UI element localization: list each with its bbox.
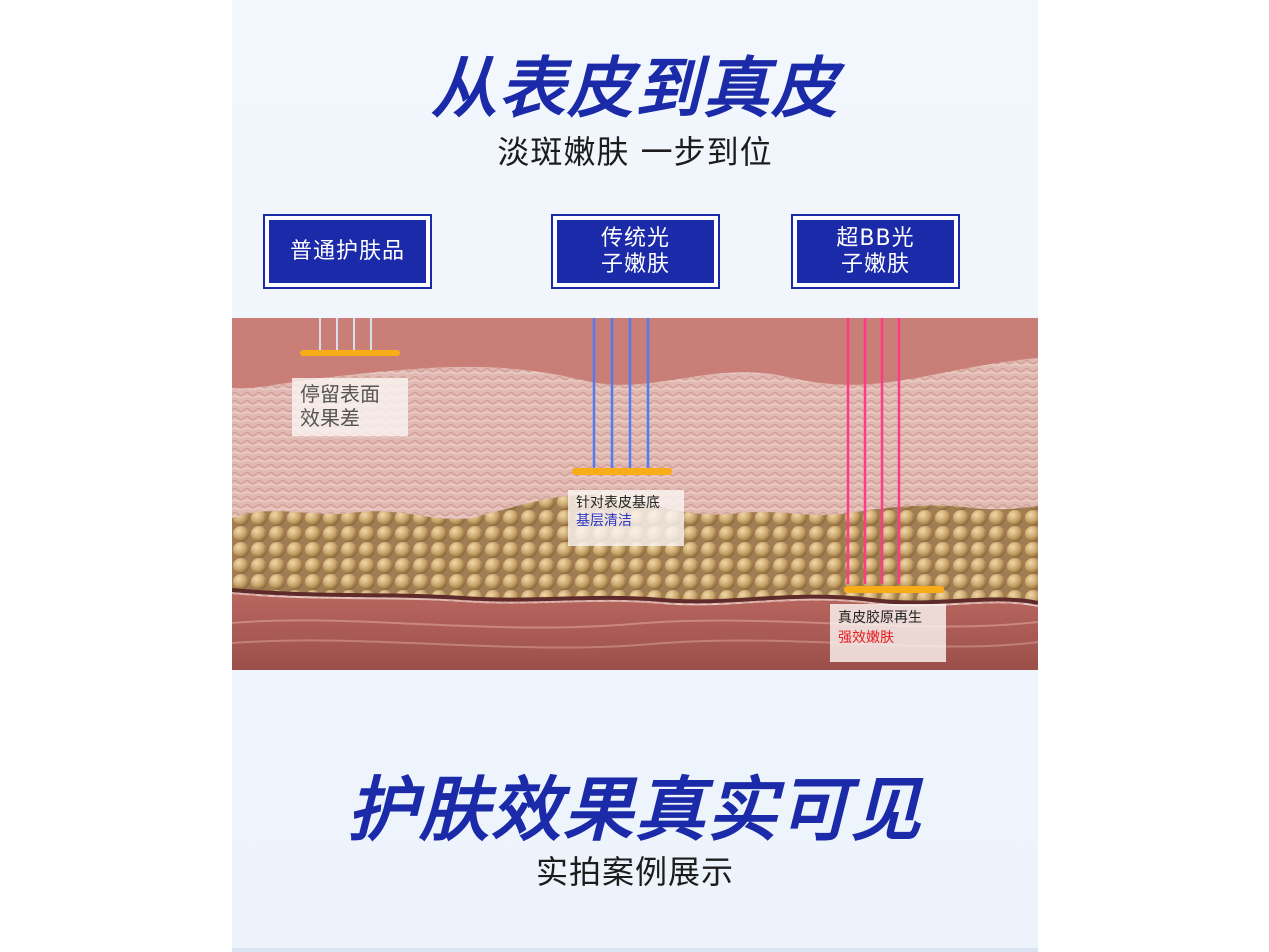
divider (232, 948, 1038, 952)
focus-bar-epidermis-base (572, 468, 672, 475)
light-beam-white (319, 318, 372, 352)
page-title: 从表皮到真皮 (431, 50, 839, 127)
note-epidermis-base: 针对表皮基底 基层清洁 (568, 490, 684, 546)
section-title: 护肤效果真实可见 (347, 769, 923, 851)
epidermis-layer (232, 318, 1038, 389)
note-surface-only-line2: 效果差 (300, 406, 360, 430)
tag-super-bb-photorejuvenation: 超BB光 子嫩肤 (791, 214, 960, 289)
fat-cell-layer (232, 494, 1038, 603)
tag-traditional-photorejuvenation-label: 传统光 子嫩肤 (557, 220, 714, 283)
tag-super-bb-photorejuvenation-label: 超BB光 子嫩肤 (797, 220, 954, 283)
note-surface-only: 停留表面 效果差 (292, 378, 408, 436)
light-beam-pink (846, 318, 901, 584)
note-collagen-regeneration-line1: 真皮胶原再生 (838, 610, 922, 626)
section-subtitle: 实拍案例展示 (535, 853, 734, 891)
note-epidermis-base-line2: 基层清洁 (576, 513, 632, 529)
tag-regular-skincare: 普通护肤品 (263, 214, 432, 289)
light-beam-blue (592, 318, 650, 468)
tag-regular-skincare-label: 普通护肤品 (269, 220, 426, 283)
page-subtitle: 淡斑嫩肤 一步到位 (497, 133, 773, 171)
note-epidermis-base-line1: 针对表皮基底 (576, 495, 660, 511)
note-surface-only-line1: 停留表面 (300, 382, 380, 406)
note-collagen-regeneration-line2: 强效嫩肤 (838, 630, 894, 646)
focus-bar-dermis (844, 586, 944, 593)
note-collagen-regeneration: 真皮胶原再生 强效嫩肤 (830, 604, 946, 662)
focus-bar-surface (300, 350, 400, 356)
content-panel: 从表皮到真皮 淡斑嫩肤 一步到位 普通护肤品 传统光 子嫩肤 超BB光 子嫩肤 (232, 0, 1038, 952)
basement-membrane (232, 588, 1038, 605)
tag-traditional-photorejuvenation: 传统光 子嫩肤 (551, 214, 720, 289)
